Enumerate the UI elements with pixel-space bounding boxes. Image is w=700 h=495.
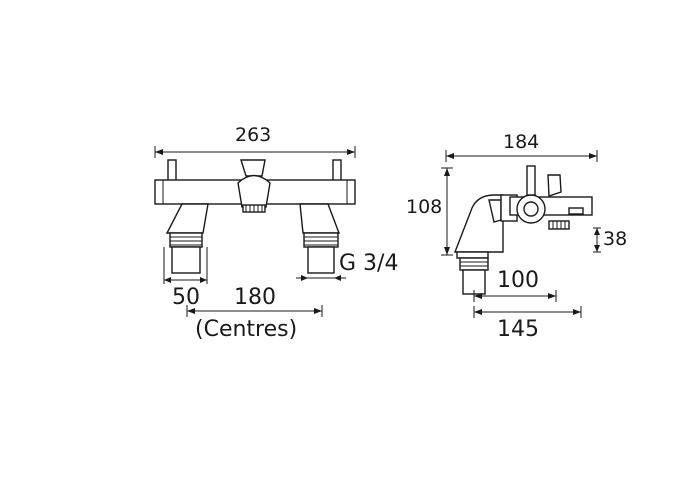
dim-line-thread xyxy=(296,275,346,281)
left-pillar xyxy=(165,203,209,274)
side-view xyxy=(441,150,601,318)
label-overall-depth: 184 xyxy=(503,131,540,153)
left-handle-rod xyxy=(167,159,177,183)
front-view xyxy=(154,146,356,317)
dim-line-145 xyxy=(473,306,582,318)
dim-line-108 xyxy=(441,167,453,256)
label-thread: G 3/4 xyxy=(339,251,399,276)
side-handle-rod xyxy=(526,165,536,196)
front-spout xyxy=(237,159,271,213)
label-centres: (Centres) xyxy=(195,317,298,342)
label-centres-value: 180 xyxy=(234,285,276,310)
dim-line-50 xyxy=(163,247,208,284)
dim-line-184 xyxy=(445,150,598,162)
dim-line-38 xyxy=(593,227,601,253)
dim-line-180 xyxy=(186,305,323,317)
side-outlet xyxy=(548,220,570,230)
right-handle-rod xyxy=(332,159,342,183)
side-lever xyxy=(547,174,562,197)
label-height: 108 xyxy=(406,196,443,218)
label-overall-width: 263 xyxy=(235,124,272,146)
label-body-width: 50 xyxy=(172,285,200,310)
label-dim-145: 145 xyxy=(497,317,539,342)
dim-line-100 xyxy=(473,290,557,302)
label-dim-100: 100 xyxy=(497,268,539,293)
right-pillar xyxy=(299,203,341,274)
dim-line-263 xyxy=(154,146,356,158)
side-body xyxy=(453,165,593,295)
label-spout-height: 38 xyxy=(603,228,628,250)
